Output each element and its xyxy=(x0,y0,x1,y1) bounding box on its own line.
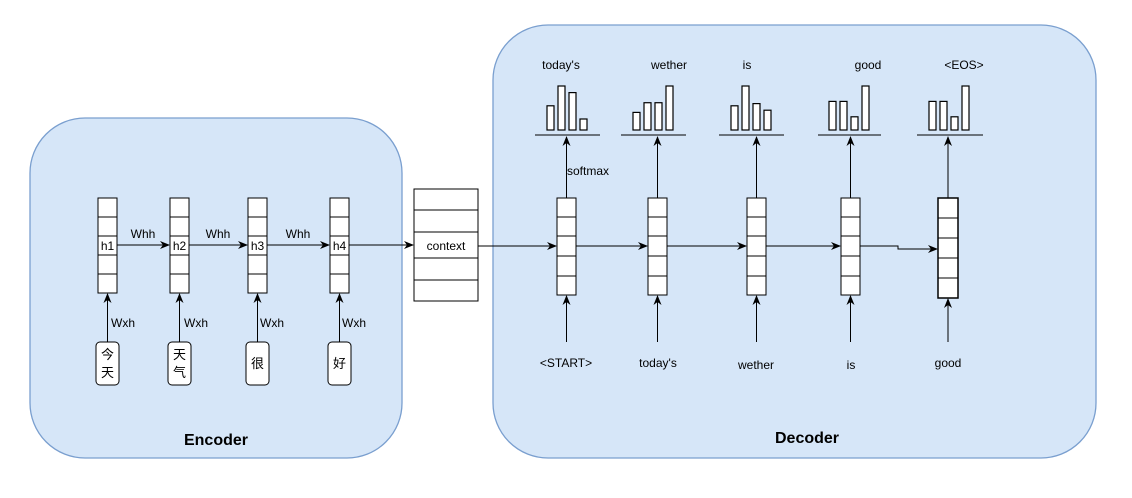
decoder-input-label-5: good xyxy=(935,356,962,370)
distribution-bar-3-3 xyxy=(752,102,761,131)
decoder-panel xyxy=(492,24,1097,459)
output-distribution-5 xyxy=(928,85,970,131)
decoder-cell-1 xyxy=(556,197,577,296)
distribution-bar-1-1 xyxy=(546,105,555,131)
encoder-input-char: 天 xyxy=(173,347,186,362)
decoder-cell-3 xyxy=(746,197,767,296)
distribution-bar-5-3 xyxy=(950,116,959,131)
output-distribution-2 xyxy=(632,85,674,131)
distribution-bar-4-2 xyxy=(839,100,848,131)
context-label: context xyxy=(427,239,466,253)
hidden-state-label-1: h1 xyxy=(101,239,115,253)
distribution-bar-3-2 xyxy=(741,85,750,131)
hidden-state-label-3: h3 xyxy=(251,239,265,253)
wxh-label-1: Wxh xyxy=(111,316,135,330)
distribution-bar-1-3 xyxy=(568,91,577,131)
decoder-output-label-1: today's xyxy=(542,58,580,72)
decoder-cell-4 xyxy=(840,197,861,296)
distribution-bar-4-3 xyxy=(850,116,859,131)
distribution-bar-4-1 xyxy=(828,100,837,131)
distribution-bar-2-3 xyxy=(654,102,663,131)
decoder-output-label-2: wether xyxy=(650,58,687,72)
whh-label-2: Whh xyxy=(206,227,231,241)
encoder-input-1: 今 天 xyxy=(95,341,120,386)
decoder-output-label-3: is xyxy=(743,58,752,72)
distribution-bar-3-1 xyxy=(730,105,739,131)
decoder-input-label-2: today's xyxy=(639,356,677,370)
distribution-bar-3-4 xyxy=(763,109,772,131)
wxh-label-3: Wxh xyxy=(260,316,284,330)
decoder-input-label-3: wether xyxy=(737,358,774,372)
whh-label-3: Whh xyxy=(286,227,311,241)
decoder-output-label-4: good xyxy=(855,58,882,72)
softmax-label: softmax xyxy=(567,164,609,178)
decoder-title: Decoder xyxy=(775,430,839,447)
distribution-bar-5-2 xyxy=(939,100,948,131)
encoder-input-char: 好 xyxy=(333,356,346,371)
hidden-state-label-2: h2 xyxy=(173,239,187,253)
distribution-bar-5-4 xyxy=(961,85,970,131)
distribution-bar-2-4 xyxy=(665,85,674,131)
encoder-input-4: 好 xyxy=(327,341,352,386)
decoder-cell-2 xyxy=(647,197,668,296)
encoder-input-3: 很 xyxy=(245,341,270,386)
distribution-bar-2-2 xyxy=(643,102,652,131)
wxh-label-2: Wxh xyxy=(184,316,208,330)
distribution-bar-4-4 xyxy=(861,85,870,131)
decoder-output-label-5: <EOS> xyxy=(944,58,983,72)
encoder-input-char: 今 xyxy=(101,347,114,362)
encoder-cell-3 xyxy=(247,197,268,294)
whh-label-1: Whh xyxy=(131,227,156,241)
encoder-input-char: 很 xyxy=(251,356,264,371)
encoder-input-2: 天 气 xyxy=(167,341,192,386)
output-distribution-3 xyxy=(730,85,772,131)
encoder-input-char: 气 xyxy=(173,365,186,380)
distribution-bar-5-1 xyxy=(928,100,937,131)
wxh-label-4: Wxh xyxy=(342,316,366,330)
decoder-cell-5 xyxy=(937,197,959,299)
distribution-bar-1-4 xyxy=(579,118,588,131)
distribution-bar-2-1 xyxy=(632,111,641,131)
decoder-input-label-1: <START> xyxy=(540,356,592,370)
decoder-recurrent-arrow-4 xyxy=(860,245,938,253)
output-distribution-4 xyxy=(828,85,870,131)
distribution-bar-1-2 xyxy=(557,85,566,131)
output-distribution-1 xyxy=(546,85,588,131)
encoder-title: Encoder xyxy=(184,432,248,449)
encoder-panel xyxy=(29,117,403,459)
encoder-input-char: 天 xyxy=(101,365,114,380)
context-box xyxy=(413,188,479,302)
hidden-state-label-4: h4 xyxy=(333,239,347,253)
decoder-input-label-4: is xyxy=(847,358,856,372)
